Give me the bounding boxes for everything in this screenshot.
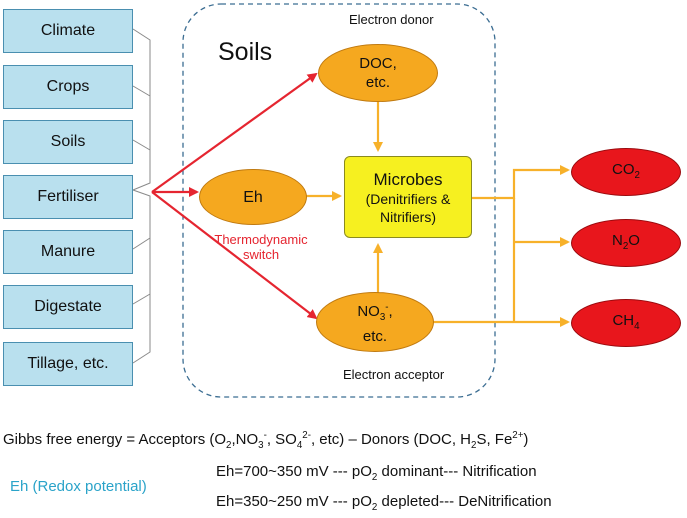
factor-climate: Climate (3, 9, 133, 53)
nitrate-line2: etc. (362, 328, 388, 345)
gibbs-sub2: 3 (258, 440, 264, 451)
denitrification-b: depleted--- DeNitrification (377, 493, 552, 510)
microbes-line2: (Denitrifiers & (365, 190, 451, 207)
n2o-sub: 2 (622, 240, 629, 252)
gibbs-text2: , SO (266, 431, 297, 448)
thermodynamic-switch-label: Thermodynamic switch (206, 232, 316, 262)
co2-sub: 2 (634, 169, 640, 181)
nitrate-tail: , (388, 303, 393, 320)
eh-redox-label: Eh (Redox potential) (10, 478, 147, 495)
gibbs-text1: ,NO (231, 431, 259, 448)
microbes-line3: Nitrifiers) (379, 208, 436, 225)
nitrification-sub: 2 (371, 472, 378, 483)
nitrate-base: NO (357, 303, 380, 320)
factor-fertiliser: Fertiliser (3, 175, 133, 219)
gibbs-sub1: 2 (226, 440, 232, 451)
factor-soils: Soils (3, 120, 133, 164)
factor-tillage: Tillage, etc. (3, 342, 133, 386)
denitrification-line: Eh=350~250 mV --- pO2 depleted--- DeNitr… (216, 493, 552, 513)
nitrification-b: dominant--- Nitrification (377, 463, 537, 480)
soils-boundary (182, 3, 496, 398)
switch-label-line2: switch (242, 247, 280, 262)
factor-brace-lines (132, 28, 151, 364)
switch-label-line1: Thermodynamic (214, 232, 308, 247)
doc-node-line2: etc. (365, 74, 391, 91)
soils-title: Soils (218, 38, 273, 66)
nitrate-sup: - (385, 302, 389, 313)
eh-node-label: Eh (243, 188, 263, 206)
eh-node: Eh (199, 169, 307, 225)
doc-node-line1: DOC, (359, 55, 397, 72)
n2o-base: N (612, 231, 623, 249)
factor-digestate: Digestate (3, 285, 133, 329)
product-co2: CO2 (571, 148, 681, 196)
doc-node: DOC, etc. (318, 44, 438, 102)
nitrate-node: NO3-, etc. (316, 292, 434, 352)
product-n2o: N2O (571, 219, 681, 267)
ch4-base: CH (612, 311, 635, 329)
electron-acceptor-label: Electron acceptor (343, 367, 445, 382)
factor-manure: Manure (3, 230, 133, 274)
gibbs-prefix: Gibbs free energy = Acceptors (O (3, 431, 227, 448)
gibbs-text3: , etc) – Donors (DOC, H (310, 431, 471, 448)
ch4-sub: 4 (634, 320, 640, 332)
n2o-tail: O (628, 231, 640, 249)
gibbs-equation: Gibbs free energy = Acceptors (O2,NO3-, … (3, 430, 528, 451)
gibbs-sub3: 4 (296, 440, 303, 451)
electron-donor-label: Electron donor (349, 12, 434, 27)
gibbs-sub4: 2 (471, 440, 477, 451)
gibbs-text4: S, Fe (476, 431, 513, 448)
nitrification-line: Eh=700~350 mV --- pO2 dominant--- Nitrif… (216, 463, 537, 483)
co2-base: CO (612, 160, 635, 178)
microbes-node: Microbes (Denitrifiers & Nitrifiers) (344, 156, 472, 238)
product-ch4: CH4 (571, 299, 681, 347)
microbes-title: Microbes (373, 169, 443, 189)
gibbs-sup3: 2- (302, 430, 311, 441)
gibbs-sup2: - (263, 430, 267, 441)
denitrification-sub: 2 (371, 502, 378, 513)
red-arrows (151, 72, 318, 320)
gibbs-text5: ) (523, 431, 529, 448)
denitrification-a: Eh=350~250 mV --- pO (216, 493, 372, 510)
nitrification-a: Eh=700~350 mV --- pO (216, 463, 372, 480)
gibbs-sup4: 2+ (512, 430, 524, 441)
factor-crops: Crops (3, 65, 133, 109)
orange-arrows (305, 100, 570, 327)
nitrate-sub: 3 (379, 312, 386, 323)
